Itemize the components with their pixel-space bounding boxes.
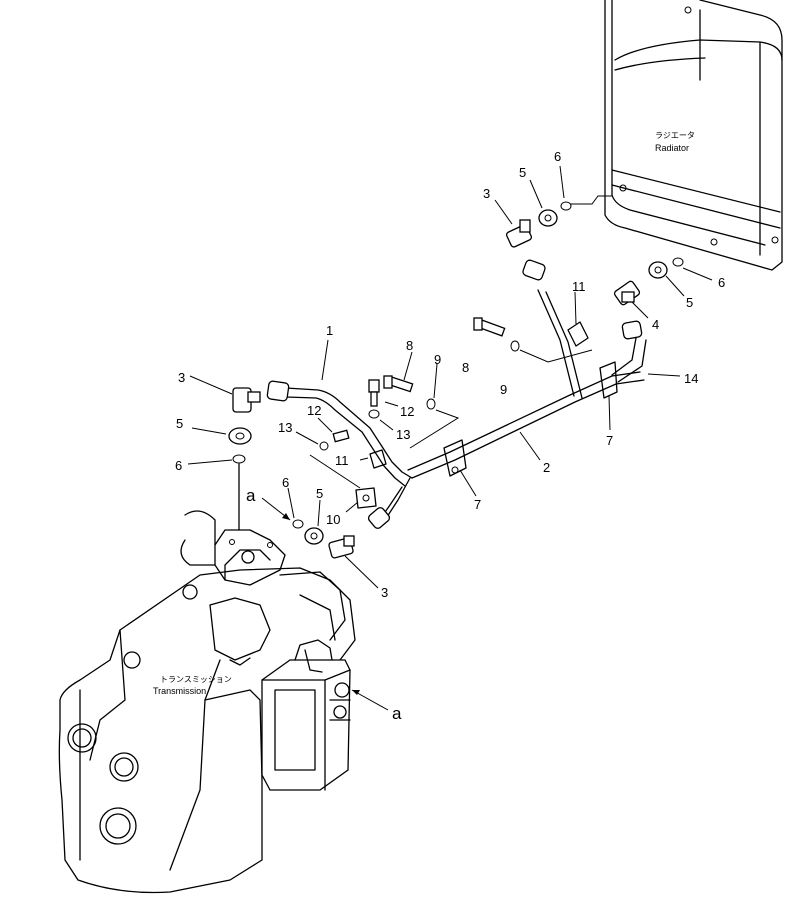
- callout-7-right: 7: [606, 433, 613, 448]
- washer-13-left: [319, 441, 329, 451]
- callout-12-right: 12: [400, 404, 414, 419]
- radiator-label-jp: ラジエータ: [655, 131, 695, 140]
- elbow-4: [613, 280, 641, 306]
- bolt-12-right: [368, 379, 380, 407]
- callout-6-right: 6: [718, 275, 725, 290]
- radiator-label-en: Radiator: [655, 143, 689, 153]
- callout-6-top: 6: [554, 149, 561, 164]
- adapter-5-right: [648, 261, 668, 279]
- callout-8-left: 8: [406, 338, 413, 353]
- tube-2: [407, 259, 647, 479]
- callout-13-left: 13: [278, 420, 292, 435]
- bracket-10: [355, 487, 377, 509]
- callout-14: 14: [684, 371, 698, 386]
- callout-3-top: 3: [483, 186, 490, 201]
- callout-9-left: 9: [434, 352, 441, 367]
- washer-9-right: [510, 340, 520, 352]
- transmission-label-jp: トランスミッション: [160, 675, 232, 684]
- callout-4: 4: [652, 317, 659, 332]
- clamp-7b: [599, 361, 618, 399]
- radiator: ラジエータ Radiator: [604, 0, 783, 271]
- callout-5-right: 5: [686, 295, 693, 310]
- elbow-3-left: [232, 387, 261, 413]
- adapter-5-center: [304, 527, 324, 545]
- callout-12-left: 12: [307, 403, 321, 418]
- clamp-11b: [567, 321, 589, 347]
- callout-5-center: 5: [316, 486, 323, 501]
- callout-3-center: 3: [381, 585, 388, 600]
- adapter-5-top: [538, 209, 558, 227]
- transmission-label-en: Transmission: [153, 686, 206, 696]
- view-mark-a-bottom: a: [392, 704, 402, 723]
- callout-8-right: 8: [462, 360, 469, 375]
- o-ring-6-center: [292, 519, 304, 529]
- washer-9-left: [426, 398, 436, 410]
- callout-6-left: 6: [175, 458, 182, 473]
- callout-5-top: 5: [519, 165, 526, 180]
- bolt-8-right: [473, 317, 506, 337]
- callout-6-center: 6: [282, 475, 289, 490]
- adapter-5-left: [228, 427, 252, 445]
- callout-5-left: 5: [176, 416, 183, 431]
- o-ring-6-right: [672, 257, 684, 267]
- callout-13-right: 13: [396, 427, 410, 442]
- callout-7-center: 7: [474, 497, 481, 512]
- callout-3-left: 3: [178, 370, 185, 385]
- callout-11-right: 11: [572, 279, 586, 294]
- callout-9-right: 9: [500, 382, 507, 397]
- bolt-8-left: [383, 375, 414, 393]
- washer-13-right: [368, 409, 380, 419]
- bolt-12-left: [332, 429, 350, 443]
- elbow-3-center: [328, 535, 355, 559]
- hose-1: [266, 380, 413, 529]
- callout-labels: 1 2 3 3 3 4 5 5 5 5 6 6 6 6 7 7 8 8 9 9 …: [175, 149, 725, 723]
- o-ring-6-left: [232, 454, 246, 464]
- callout-10: 10: [326, 512, 340, 527]
- callout-11-left: 11: [335, 453, 349, 468]
- callout-1: 1: [326, 323, 333, 338]
- transmission: トランスミッション Transmission: [58, 510, 356, 894]
- leader-lines: [187, 165, 713, 711]
- o-ring-6-top: [560, 201, 572, 211]
- elbow-3-top: [505, 219, 533, 248]
- clamp-11a: [369, 449, 387, 469]
- callout-2: 2: [543, 460, 550, 475]
- view-mark-a-top: a: [246, 486, 256, 505]
- clamp-7a: [443, 439, 467, 477]
